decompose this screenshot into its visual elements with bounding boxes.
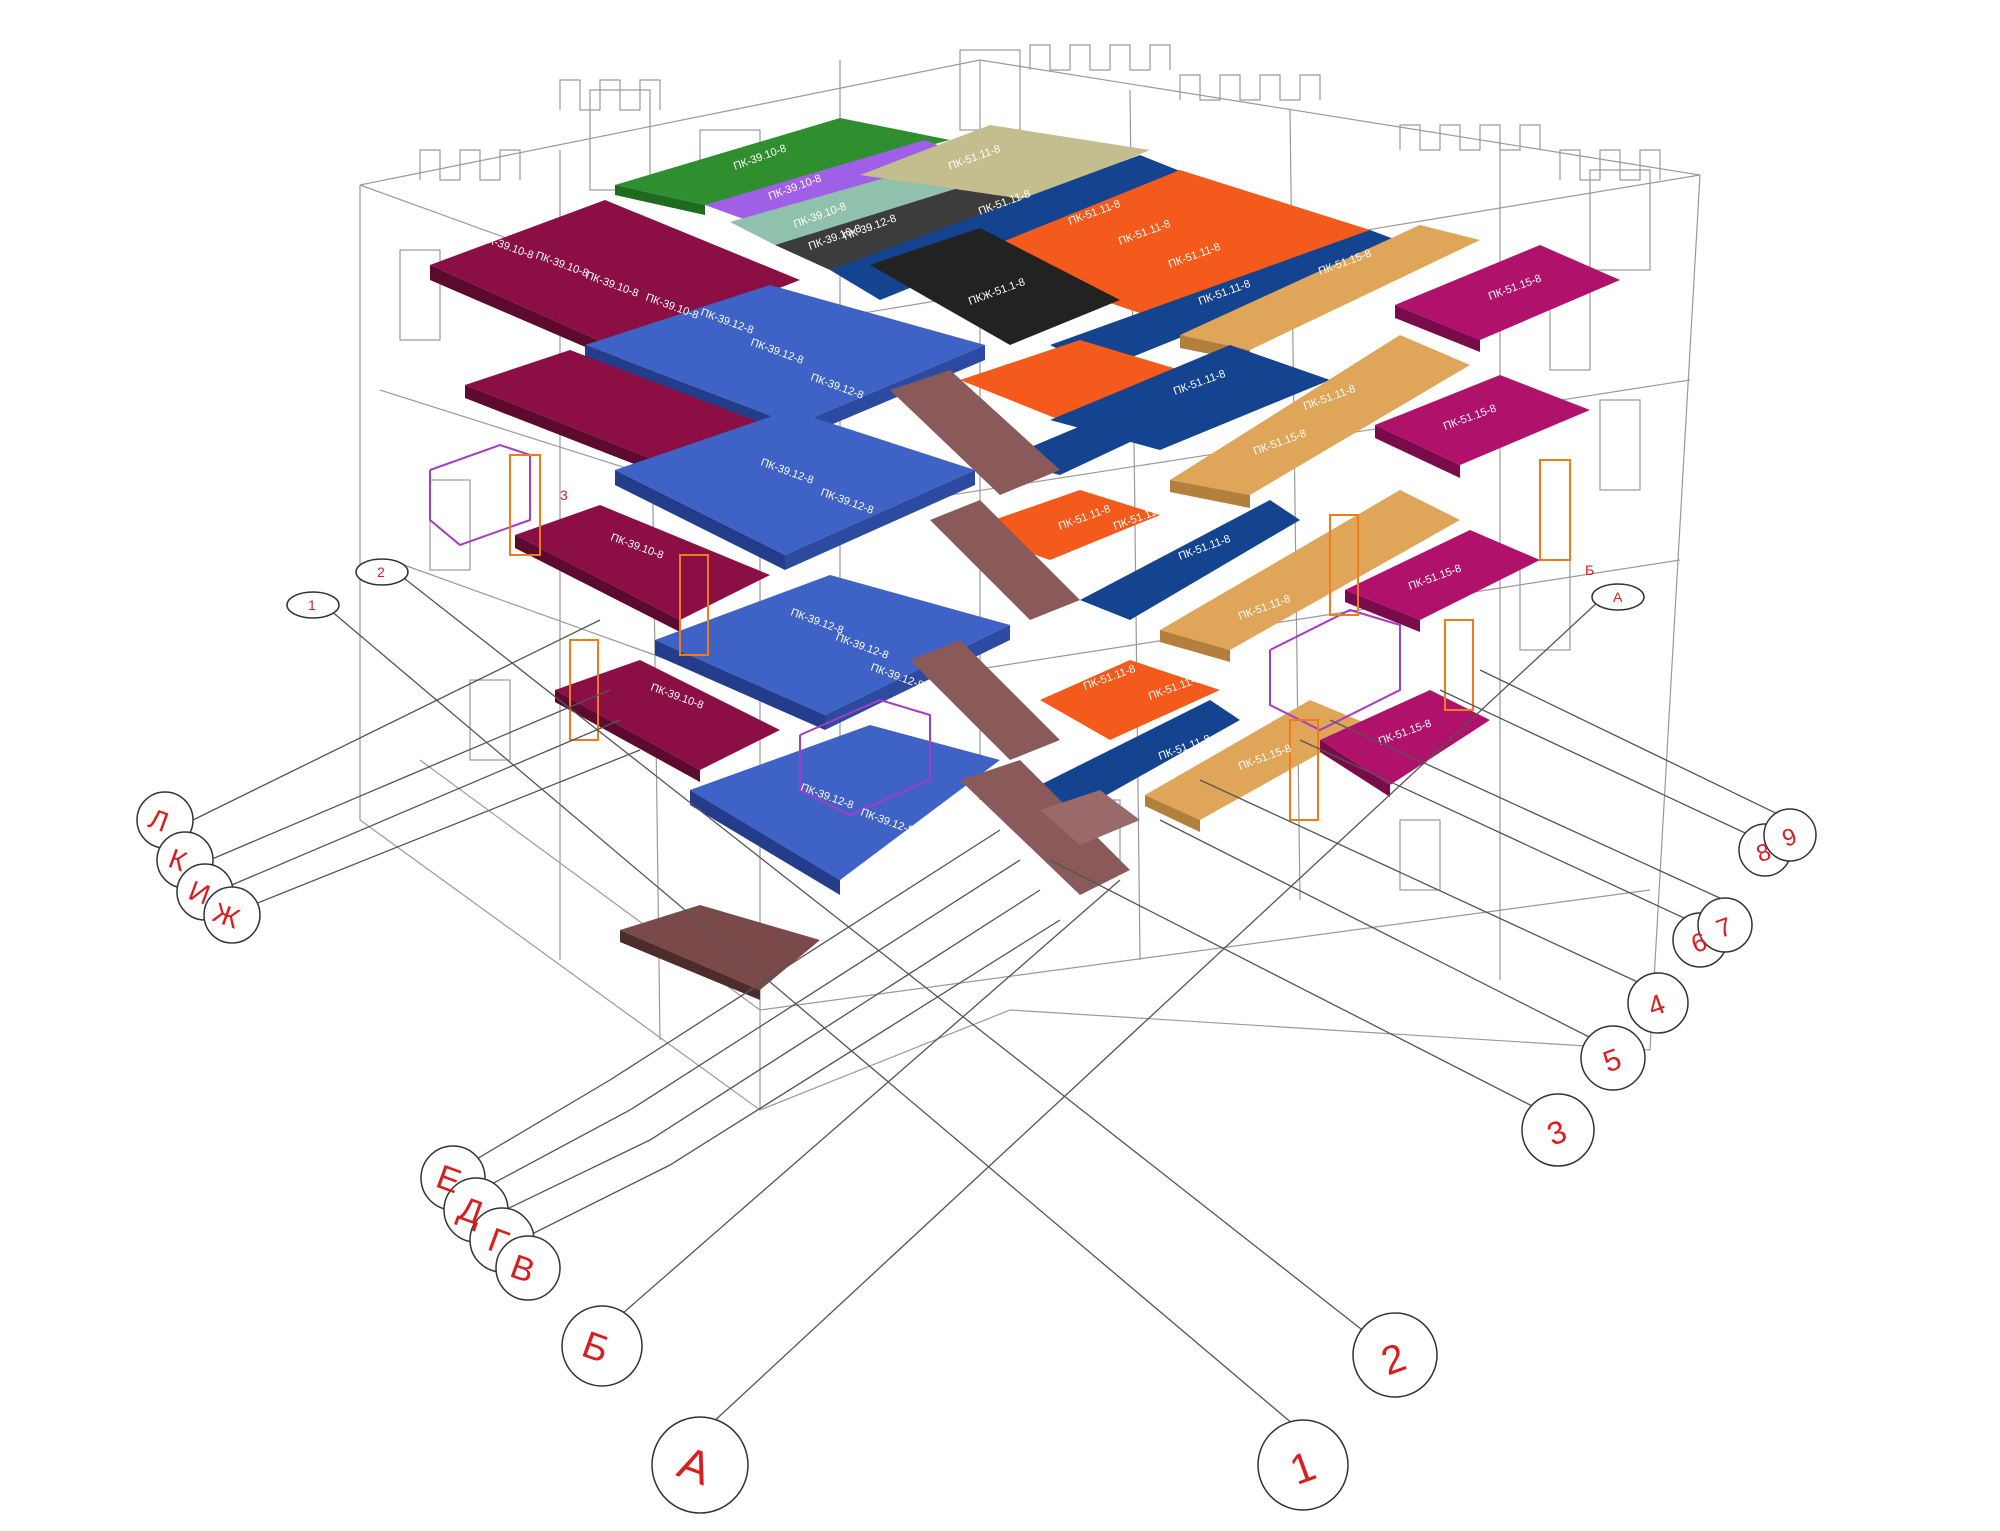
axis-marker-7 [1697, 897, 1753, 953]
door-frames [509, 454, 1571, 821]
slab-black [870, 228, 1120, 345]
slab-magenta-top [1395, 245, 1620, 340]
axis-markers [136, 558, 1817, 1514]
slab-magenta-l1 [1320, 690, 1490, 785]
axis-marker-small-2 [355, 558, 409, 586]
stair-flight-ground [620, 905, 820, 990]
axis-marker-5 [1580, 1025, 1646, 1091]
axis-marker-9 [1763, 808, 1817, 862]
axis-marker-v [495, 1235, 561, 1301]
axis-marker-zh [203, 886, 261, 944]
slab-tan-top [1180, 225, 1480, 350]
slab-blue-l1 [690, 725, 1000, 880]
slab-darkblue-l3b [1050, 345, 1330, 450]
stair-landing [1040, 790, 1140, 845]
axis-marker-2 [1352, 1312, 1438, 1398]
slab-blue-top [585, 285, 985, 425]
axis-label-small-2: 2 [377, 564, 385, 580]
slab-khaki [860, 125, 1150, 200]
stair-flight-3 [930, 500, 1080, 620]
axis-label-small-a: А [1613, 589, 1623, 605]
slab-tan-l3 [1170, 335, 1470, 495]
slab-darkgrey [775, 175, 1060, 270]
stair-flight-2 [910, 640, 1060, 760]
axis-label-small-1: 1 [308, 597, 316, 613]
axis-label-small-b: Б [1585, 562, 1594, 578]
slab-darkblue-l2 [1080, 500, 1300, 620]
axis-marker-4 [1627, 972, 1689, 1034]
level-3-slabs [465, 335, 1590, 570]
stairs [620, 370, 1140, 1000]
axis-marker-a [651, 1416, 749, 1514]
slab-blue-l2 [655, 575, 1010, 715]
axis-marker-b [561, 1305, 643, 1387]
stair-flight-1 [960, 760, 1130, 895]
axis-label-small-3: 3 [560, 487, 568, 503]
slab-purplered-l2 [515, 505, 770, 620]
axis-marker-3 [1521, 1093, 1595, 1167]
axis-marker-small-1 [286, 591, 340, 619]
slab-darkblue-2 [1050, 230, 1410, 370]
slab-blue-l3 [615, 410, 975, 555]
slab-darkblue-l1 [1030, 700, 1240, 810]
slab-magenta-l2 [1345, 530, 1540, 620]
slab-orange-l1 [1040, 660, 1220, 740]
axis-marker-1 [1257, 1419, 1349, 1511]
axis-leader-lines [192, 574, 1791, 1431]
level-2-slabs [515, 490, 1540, 730]
slab-purplered-l1 [555, 660, 780, 770]
slab-tan-l1 [1145, 700, 1370, 820]
slab-purplered-l3 [465, 350, 780, 470]
slab-orange-l3 [960, 340, 1180, 420]
slab-magenta-l3 [1375, 375, 1590, 465]
axis-marker-small-a [1591, 583, 1645, 611]
stair-flight-4 [890, 370, 1060, 495]
slab-tan-l2 [1160, 490, 1460, 650]
railings [429, 443, 1401, 817]
level-1-slabs [555, 660, 1490, 895]
slab-green [615, 118, 950, 205]
level-4-slabs [430, 118, 1620, 440]
